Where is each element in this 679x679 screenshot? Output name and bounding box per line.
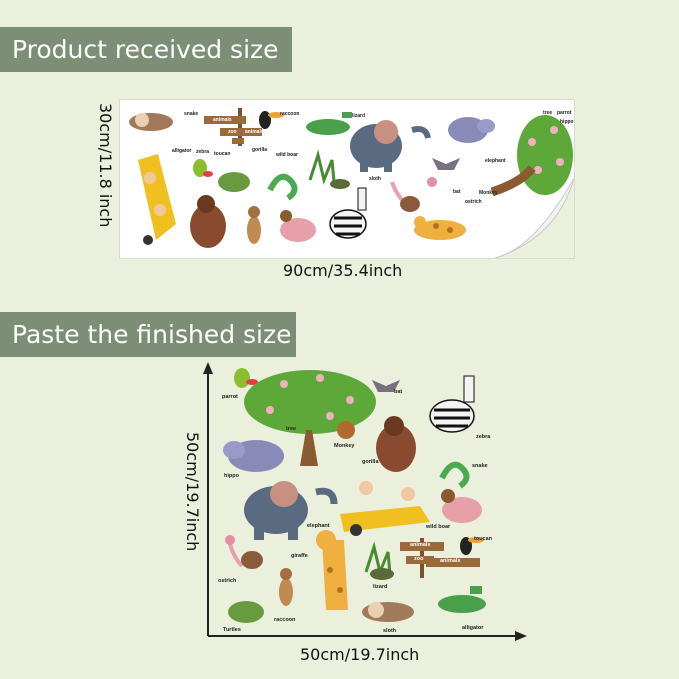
gorilla-sticker (190, 195, 226, 248)
label-ostrich: ostrich (465, 199, 482, 205)
label-raccoon: raccoon (274, 617, 296, 623)
sign-text-zoo: zoo (228, 129, 237, 135)
label-alligator: alligator (172, 148, 192, 154)
elephant-sticker (244, 481, 338, 540)
tree-sticker (490, 115, 573, 197)
label-gorilla: gorilla (252, 147, 268, 153)
wild-boar-sticker (280, 210, 316, 242)
giraffe-sticker (414, 216, 466, 240)
label-monkey: Monkey (479, 190, 498, 196)
label-hippo: hippo (224, 473, 239, 479)
giraffe-sticker (316, 530, 348, 610)
label-elephant: elephant (485, 158, 506, 164)
sticker-artwork-received (129, 108, 573, 248)
hippo-sticker (223, 440, 284, 472)
car-sticker (340, 481, 430, 536)
label-lizard: lizard (352, 113, 366, 119)
label-giraffe: giraffe (291, 553, 308, 559)
label-wild-boar: wild boar (426, 524, 451, 530)
car-sticker (138, 154, 176, 245)
sign-text-animals-2: animals (440, 558, 461, 564)
parrot-sticker (193, 159, 213, 177)
zebra-sticker (429, 375, 475, 433)
snake-sticker (267, 173, 298, 201)
label-monkey: Monkey (334, 443, 355, 449)
hippo-sticker (448, 117, 495, 143)
finished-width-label: 50cm/19.7inch (300, 645, 420, 664)
label-raccoon: raccoon (280, 111, 300, 117)
wild-boar-sticker (441, 489, 482, 523)
sloth-sticker (129, 113, 173, 131)
ostrich-sticker (225, 535, 263, 569)
label-turtles: Turtles (223, 627, 241, 633)
page-curl (495, 178, 574, 258)
finished-height-label: 50cm/19.7inch (183, 432, 202, 552)
label-snake: snake (184, 111, 199, 117)
parrot-sticker (234, 368, 258, 388)
lizard-sticker (364, 541, 394, 580)
gorilla-sticker (376, 416, 416, 472)
label-sloth: sloth (383, 628, 397, 634)
label-gorilla: gorilla (362, 459, 379, 465)
sign-text-animals-1: animals (213, 117, 232, 123)
lizard-sticker (308, 149, 350, 189)
sign-text-animals-2: animals (245, 129, 264, 135)
bat-sticker (372, 380, 400, 392)
zebra-sticker (329, 187, 367, 239)
label-bat: bat (453, 189, 461, 195)
sign-text-zoo: zoo (414, 556, 424, 562)
label-bat: bat (394, 389, 403, 395)
tree-sticker (244, 370, 376, 466)
label-ostrich: ostrich (218, 578, 237, 584)
alligator-sticker (438, 586, 486, 613)
banner-paste-finished-size: Paste the finished size (0, 312, 296, 357)
label-toucan: toucan (214, 151, 231, 157)
label-sloth: sloth (369, 176, 381, 182)
toucan-sticker (259, 111, 284, 129)
monkey-sticker (337, 421, 355, 439)
sign-post-sticker (400, 538, 480, 578)
label-parrot: parrot (222, 394, 238, 400)
bat-sticker (432, 158, 460, 170)
label-toucan: toucan (474, 536, 493, 542)
sticker-artwork-finished (223, 368, 486, 623)
raccoon-sticker (279, 568, 293, 606)
label-hippo: hippo (560, 119, 574, 125)
label-snake: snake (472, 463, 488, 469)
ostrich-sticker (390, 177, 437, 212)
label-tree: tree (543, 110, 553, 116)
received-height-label: 30cm/11.8 inch (96, 103, 115, 228)
alligator-sticker (306, 112, 352, 135)
turtle-sticker (218, 172, 250, 192)
banner-product-received-size: Product received size (0, 27, 292, 72)
label-alligator: alligator (462, 625, 484, 631)
label-lizard: lizard (373, 584, 388, 590)
turtle-sticker (228, 601, 264, 623)
sign-text-animals-1: animals (410, 542, 431, 548)
label-tree: tree (286, 426, 297, 432)
toucan-sticker (460, 537, 484, 555)
finished-axes (203, 362, 527, 641)
sloth-sticker (362, 602, 414, 622)
sign-post-sticker (204, 108, 262, 146)
raccoon-sticker (247, 206, 261, 244)
received-width-label: 90cm/35.4inch (283, 261, 403, 280)
label-zebra: zebra (476, 434, 491, 440)
elephant-sticker (350, 120, 431, 172)
label-zebra: zebra (196, 149, 210, 155)
label-parrot: parrot (557, 110, 572, 116)
label-elephant: elephant (307, 523, 330, 529)
label-wild-boar: wild boar (276, 152, 298, 158)
snake-sticker (439, 461, 470, 489)
